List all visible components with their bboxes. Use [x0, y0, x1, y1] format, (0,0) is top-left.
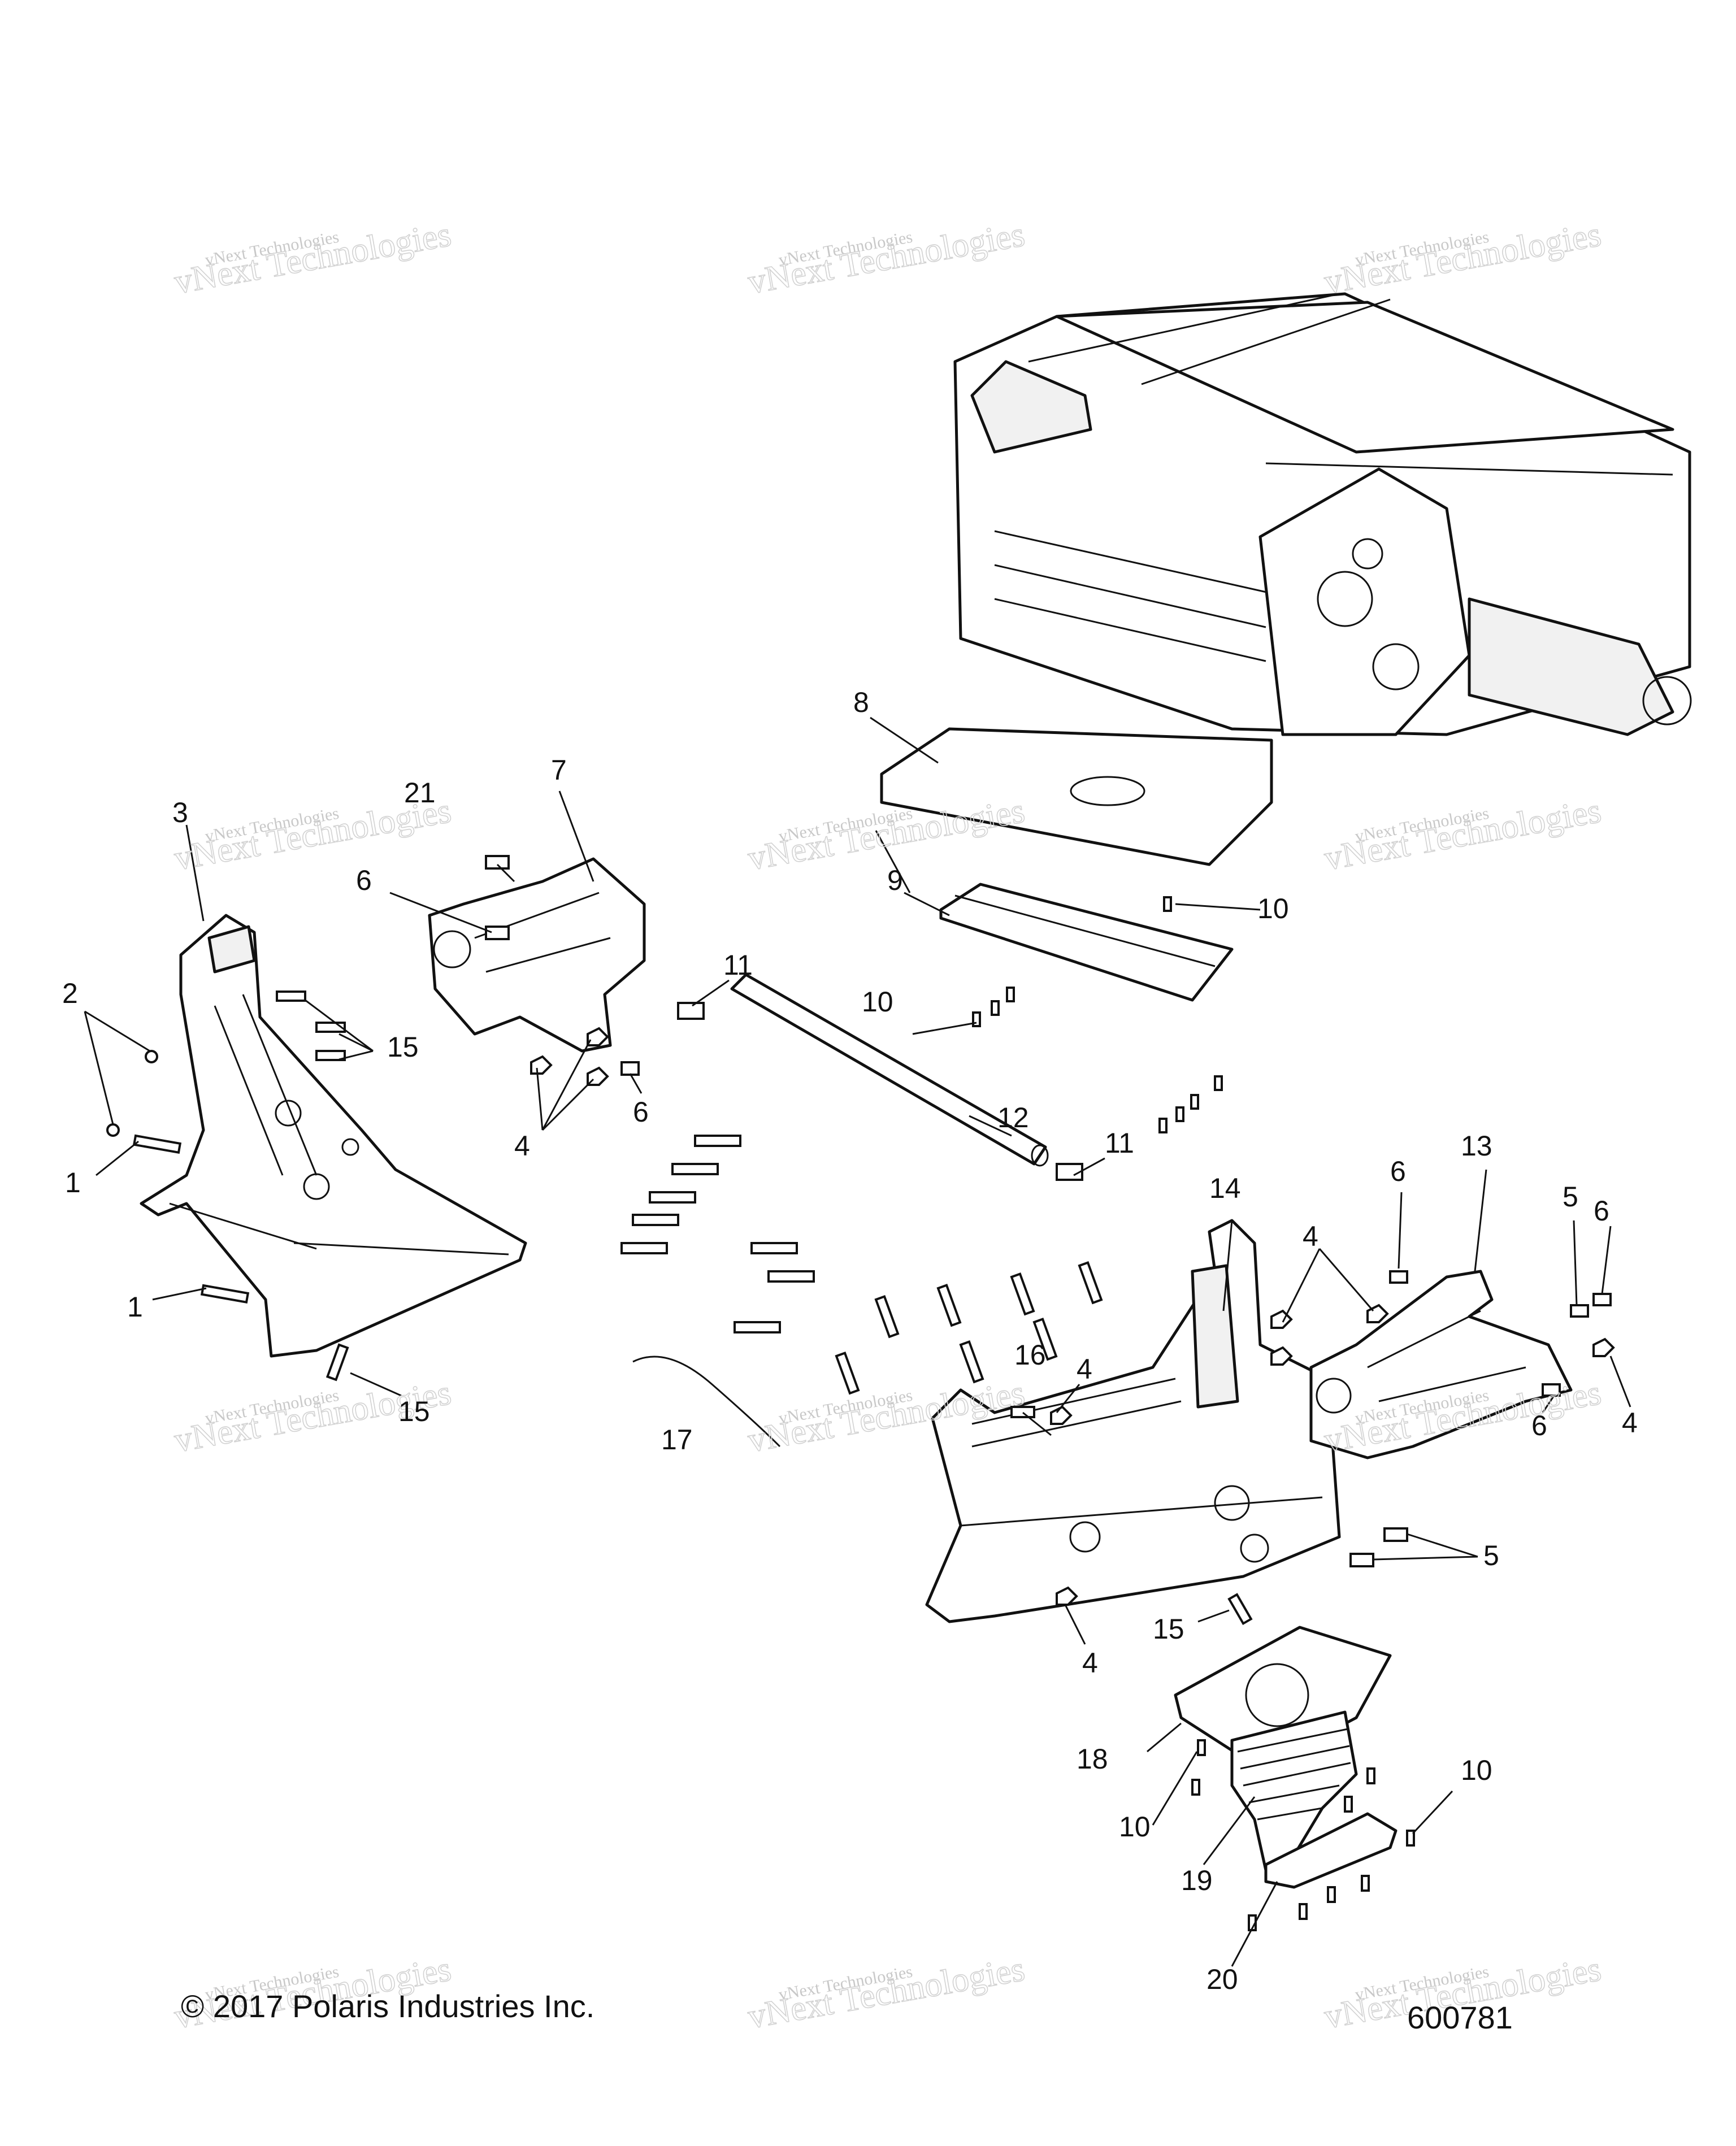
callout-7: 7 — [551, 754, 567, 786]
svg-text:vNext Technologies: vNext Technologies — [745, 1950, 1027, 2036]
callout-11: 11 — [723, 949, 753, 981]
callout-16: 16 — [1014, 1339, 1046, 1371]
left-suspension-bracket — [140, 914, 527, 1358]
callout-4: 4 — [514, 1130, 530, 1162]
callout-10: 10 — [1257, 893, 1289, 924]
boot-retainer-ring — [1264, 1812, 1398, 1889]
callout-19: 19 — [1181, 1865, 1213, 1896]
callout-4: 4 — [1622, 1407, 1638, 1439]
screw-set-center — [972, 896, 1223, 1133]
svg-text:vNext Technologies: vNext Technologies — [171, 215, 454, 302]
callout-6: 6 — [356, 865, 372, 896]
callout-15: 15 — [398, 1396, 430, 1427]
callout-4: 4 — [1082, 1647, 1098, 1679]
drawing-number: 600781 — [1407, 2000, 1513, 2035]
svg-text:vNext Technologies: vNext Technologies — [745, 215, 1027, 302]
callout-17: 17 — [661, 1424, 693, 1456]
callout-4: 4 — [1303, 1220, 1318, 1252]
cross-tube — [730, 973, 1049, 1167]
leader-lines — [84, 716, 1631, 1967]
callout-9: 9 — [887, 865, 903, 896]
steering-boot — [1230, 1710, 1358, 1872]
callout-18: 18 — [1077, 1743, 1108, 1775]
callout-4: 4 — [1077, 1353, 1092, 1385]
callout-6: 6 — [633, 1096, 649, 1128]
boot-mount-plate — [1174, 1626, 1392, 1770]
callout-5: 5 — [1483, 1540, 1499, 1571]
callout-14: 14 — [1209, 1172, 1241, 1204]
callout-3: 3 — [172, 797, 188, 828]
callout-20: 20 — [1206, 1963, 1238, 1995]
right-suspension-bracket — [925, 1219, 1341, 1623]
callout-10: 10 — [1461, 1754, 1492, 1786]
callout-6: 6 — [1594, 1195, 1609, 1227]
callout-1: 1 — [127, 1291, 143, 1323]
callout-15: 15 — [1153, 1613, 1184, 1645]
chassis-tunnel-assembly — [880, 292, 1692, 866]
callout-1: 1 — [65, 1167, 81, 1198]
callout-6: 6 — [1390, 1155, 1406, 1187]
svg-text:vNext Technologies: vNext Technologies — [1321, 792, 1604, 878]
callout-2: 2 — [62, 978, 78, 1009]
svg-text:vNext Technologies: vNext Technologies — [1321, 215, 1604, 302]
callout-10: 10 — [862, 986, 893, 1018]
callout-10: 10 — [1119, 1811, 1151, 1843]
callout-8: 8 — [853, 687, 869, 718]
right-upper-mount-bracket — [1309, 1270, 1573, 1459]
callout-21: 21 — [404, 777, 436, 809]
loose-fasteners — [106, 855, 1615, 1931]
callout-13: 13 — [1461, 1130, 1492, 1162]
callout-labels: 3 2 1 1 15 15 21 6 7 4 6 11 8 9 10 10 12… — [62, 687, 1638, 1995]
skid-plate — [939, 883, 1234, 1002]
callout-15: 15 — [387, 1031, 419, 1063]
left-upper-mount-bracket — [428, 857, 646, 1053]
callout-6: 6 — [1531, 1410, 1547, 1441]
callout-5: 5 — [1563, 1181, 1578, 1213]
callout-11: 11 — [1105, 1127, 1134, 1159]
callout-12: 12 — [997, 1102, 1029, 1133]
copyright-notice: © 2017 Polaris Industries Inc. — [181, 1988, 594, 2024]
